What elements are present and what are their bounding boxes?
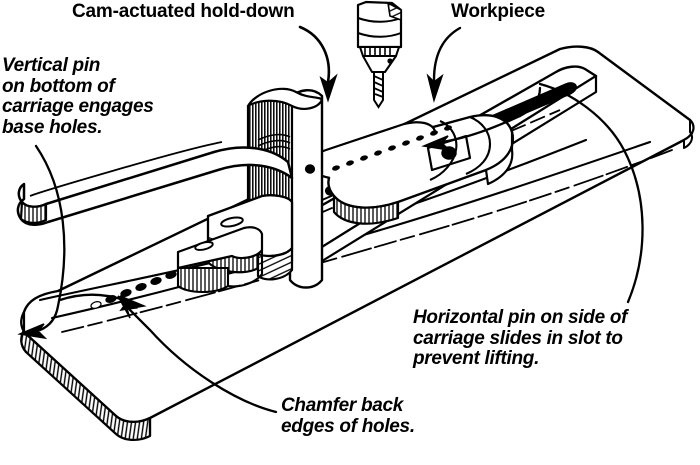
leader-chamfer [117, 295, 278, 414]
label-chamfer-note: Chamfer back edges of holes. [281, 395, 415, 437]
cam-base-blocks [176, 226, 264, 294]
twist-drill-bit-icon [373, 71, 384, 109]
label-horizontal-pin-note: Horizontal pin on side of carriage slide… [413, 307, 628, 370]
leader-horizontal-pin [421, 82, 644, 304]
label-workpiece: Workpiece [451, 1, 545, 22]
cam-lever-handle [16, 141, 294, 226]
row-of-index-holes [90, 271, 177, 309]
sliding-carriage [308, 114, 515, 225]
leader-cam-holddown [298, 25, 338, 103]
carriage-hole-row [332, 125, 452, 171]
label-vertical-pin-note: Vertical pin on bottom of carriage engag… [2, 55, 154, 138]
cam-post-foot [206, 194, 294, 281]
label-cam-actuated-hold-down: Cam-actuated hold-down [72, 1, 295, 22]
drill-chuck-icon [356, 0, 403, 73]
leader-workpiece [426, 26, 462, 103]
